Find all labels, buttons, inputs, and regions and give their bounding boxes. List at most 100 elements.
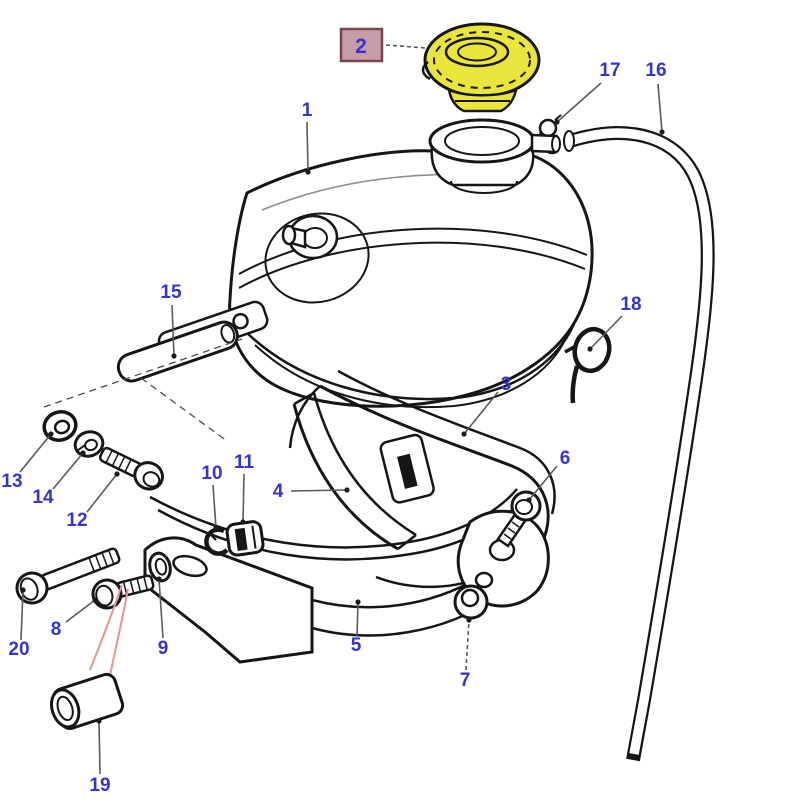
alignment-axis <box>140 377 228 442</box>
callout-number[interactable]: 1 <box>302 100 313 121</box>
leader-dot <box>461 431 467 437</box>
callout-18[interactable]: 18 <box>587 294 642 352</box>
leader-line <box>528 465 558 501</box>
pressure-cap-part-2[interactable] <box>421 22 541 113</box>
washer-9 <box>148 551 172 583</box>
callout-10[interactable]: 10 <box>201 463 223 531</box>
callout-16[interactable]: 16 <box>645 60 667 135</box>
leader-dot <box>526 497 532 503</box>
leader-dot <box>355 599 361 605</box>
callout-12[interactable]: 12 <box>66 471 120 531</box>
leader-dot <box>48 431 54 437</box>
cradle-bracket-3 <box>288 369 556 589</box>
callout-number[interactable]: 2 <box>355 35 367 58</box>
callout-number[interactable]: 18 <box>620 294 641 315</box>
callout-17[interactable]: 17 <box>554 60 621 125</box>
nut-11 <box>225 520 265 557</box>
leader-line <box>290 489 348 492</box>
nut-7 <box>453 584 489 620</box>
callout-number[interactable]: 5 <box>351 635 362 656</box>
leader-line <box>65 599 96 623</box>
leader-line <box>589 315 623 350</box>
red-guide-line <box>109 588 129 677</box>
bolt-20 <box>15 547 121 605</box>
leader-dot <box>213 525 219 531</box>
leader-dot <box>114 471 120 477</box>
leader-line <box>465 619 470 671</box>
callout-11[interactable]: 11 <box>234 452 255 525</box>
callout-5[interactable]: 5 <box>351 599 362 656</box>
leader-line <box>98 720 101 775</box>
callout-6[interactable]: 6 <box>526 448 570 503</box>
leader-line <box>385 44 427 49</box>
callout-number[interactable]: 8 <box>51 619 62 640</box>
spring-washer-14 <box>73 430 105 458</box>
leader-dot <box>305 169 311 175</box>
bolt-12 <box>98 446 164 491</box>
callout-9[interactable]: 9 <box>156 576 168 659</box>
leader-dot <box>96 718 102 724</box>
callout-number[interactable]: 14 <box>32 487 54 508</box>
leader-dot <box>554 119 560 125</box>
leader-line <box>19 433 52 473</box>
tank-face-panel <box>264 212 370 304</box>
callout-7[interactable]: 7 <box>460 617 472 691</box>
leader-dot <box>466 617 472 623</box>
leader-line <box>242 473 245 523</box>
red-guide-line <box>89 584 123 671</box>
expansion-tank-1 <box>228 144 594 409</box>
filler-neck <box>428 118 561 194</box>
leader-dot <box>80 450 86 456</box>
callout-3[interactable]: 3 <box>461 374 511 437</box>
leader-dot <box>171 353 177 359</box>
hose-open-end <box>563 130 575 152</box>
callout-2[interactable]: 2 <box>339 27 427 63</box>
leader-dot <box>240 519 246 525</box>
overflow-hose-16 <box>563 126 715 762</box>
bushing-19 <box>49 672 125 731</box>
leader-line <box>556 82 602 123</box>
bolt-6 <box>496 490 542 548</box>
leader-line <box>171 304 175 357</box>
tank-bleed-nipple <box>281 214 339 260</box>
leader-line <box>52 452 84 490</box>
callout-number[interactable]: 15 <box>160 282 182 303</box>
retainer-clip-18 <box>564 326 612 404</box>
callout-number[interactable]: 4 <box>273 481 284 502</box>
callout-15[interactable]: 15 <box>160 282 182 359</box>
callout-number[interactable]: 7 <box>460 670 471 691</box>
leader-dot <box>92 597 98 603</box>
callout-14[interactable]: 14 <box>32 450 86 508</box>
alignment-axis <box>43 338 243 408</box>
callout-number[interactable]: 20 <box>8 639 29 660</box>
callout-8[interactable]: 8 <box>51 597 98 640</box>
callout-number[interactable]: 9 <box>158 638 169 659</box>
leader-line <box>306 121 309 173</box>
callout-number[interactable]: 6 <box>560 448 571 469</box>
leader-line <box>158 578 164 639</box>
callout-1[interactable]: 1 <box>302 100 313 175</box>
callout-4[interactable]: 4 <box>273 481 350 502</box>
callout-number[interactable]: 3 <box>501 374 512 395</box>
leader-line <box>20 589 24 641</box>
leader-dot <box>344 487 350 493</box>
leader-line <box>657 83 663 133</box>
callout-20[interactable]: 20 <box>8 587 30 660</box>
leader-dot <box>156 576 162 582</box>
callout-number[interactable]: 12 <box>66 510 87 531</box>
highlight-box[interactable] <box>339 27 384 63</box>
callout-number[interactable]: 13 <box>1 471 22 492</box>
clip-10 <box>204 527 229 556</box>
hose-nipple <box>530 133 561 154</box>
bracket-foot-plate <box>456 509 550 608</box>
callout-number[interactable]: 11 <box>234 452 255 473</box>
callout-number[interactable]: 17 <box>599 60 620 81</box>
leader-line <box>212 484 217 529</box>
callout-19[interactable]: 19 <box>89 718 111 796</box>
callout-number[interactable]: 10 <box>201 463 222 484</box>
callout-number[interactable]: 19 <box>89 775 110 796</box>
callout-13[interactable]: 13 <box>1 431 54 492</box>
callout-number[interactable]: 16 <box>645 60 666 81</box>
